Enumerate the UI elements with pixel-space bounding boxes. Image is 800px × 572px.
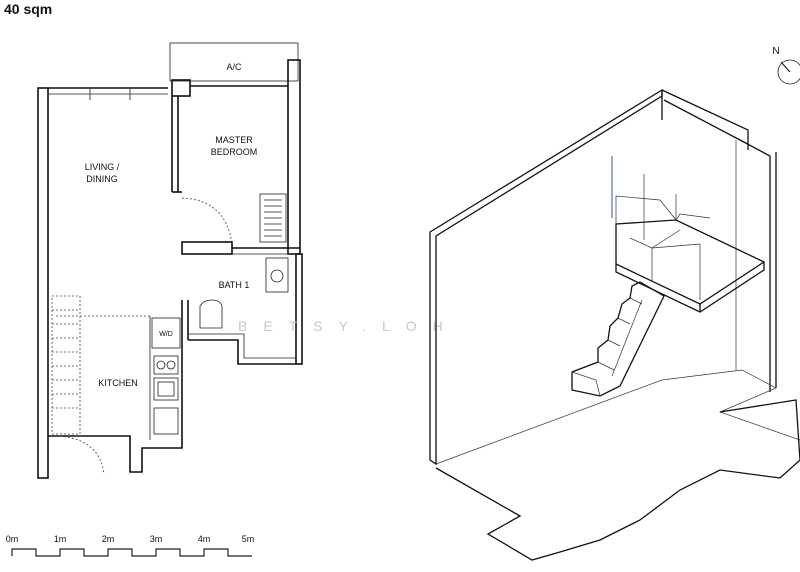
scale-tick-2: 2m <box>102 534 115 544</box>
watermark: BETSY.LOH <box>238 318 459 334</box>
iso-staircase <box>571 281 665 397</box>
left-wall <box>37 87 49 479</box>
scale-tick-1: 1m <box>54 534 67 544</box>
master-bedroom-label-2: BEDROOM <box>211 147 258 157</box>
scale-tick-5: 5m <box>242 534 255 544</box>
wd-label: W/D <box>159 331 173 338</box>
hob <box>153 355 179 375</box>
iso-floor-edge <box>435 369 800 465</box>
living-dining-label-2: DINING <box>86 174 118 184</box>
iso-floor-outline <box>435 399 800 561</box>
bedroom-door-swing <box>181 197 233 245</box>
bedroom-right-wall <box>287 59 301 255</box>
kitchen-label: KITCHEN <box>98 378 138 388</box>
scale-bar: 0m 1m 2m 3m 4m 5m <box>6 534 255 557</box>
iso-loft-platform <box>611 156 766 313</box>
basin <box>265 257 289 293</box>
north-compass: N <box>772 46 800 85</box>
scale-tick-4: 4m <box>198 534 211 544</box>
ac-ledge <box>169 42 299 82</box>
fridge <box>153 407 179 435</box>
compass-icon <box>777 59 800 85</box>
washer-dryer <box>151 317 181 349</box>
area-label: 40 sqm <box>4 1 52 17</box>
isometric-loft-view <box>429 88 800 561</box>
plan-staircase <box>51 295 81 435</box>
iso-right-wall <box>663 99 771 392</box>
unit-outline <box>37 42 303 479</box>
sink <box>153 377 179 401</box>
bath-label: BATH 1 <box>219 280 250 290</box>
master-bedroom-label-1: MASTER <box>215 135 253 145</box>
wardrobe <box>259 193 287 243</box>
bath-top-wall <box>181 241 233 255</box>
ac-label: A/C <box>226 62 242 72</box>
entrance-door-swing <box>59 435 105 475</box>
north-label: N <box>772 46 779 57</box>
living-dining-label-1: LIVING / <box>85 162 120 172</box>
scale-tick-0: 0m <box>6 534 19 544</box>
kitchen-bottom-wall <box>48 435 183 473</box>
toilet <box>199 299 223 329</box>
scale-tick-3: 3m <box>150 534 163 544</box>
